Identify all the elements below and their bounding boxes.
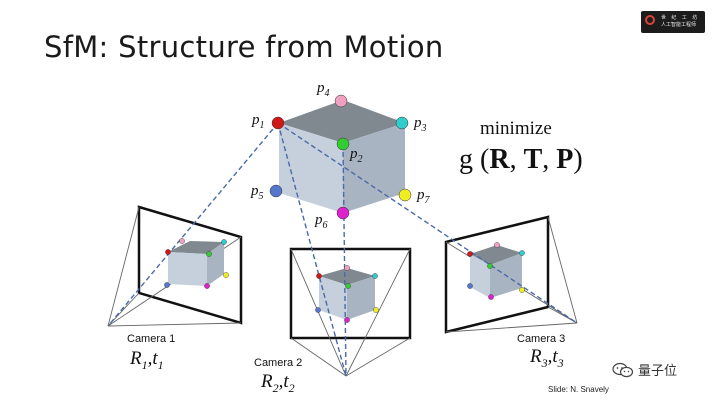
point-p1: [271, 116, 285, 130]
camera-1-label: Camera 1: [127, 333, 175, 345]
camera-2: [289, 247, 412, 377]
slide-title: SfM: Structure from Motion: [44, 30, 444, 64]
ray-p1-camera-2: [277, 122, 347, 377]
slide-credit: Slide: N. Snavely: [548, 385, 609, 394]
logo-line-2: 人工智能工程师: [661, 22, 697, 28]
label-p6: p6: [314, 212, 328, 231]
label-p1: p1: [251, 112, 265, 131]
ray-p2-camera-2: [342, 143, 347, 377]
wechat-icon: [612, 362, 634, 377]
point-p5: [269, 184, 283, 198]
watermark: 量子位: [612, 360, 677, 379]
camera-2-label: Camera 2: [254, 357, 302, 369]
logo-line-1: 世 纪 工 坊: [661, 15, 700, 21]
point-p4: [334, 94, 348, 108]
logo-icon: [645, 15, 655, 25]
camera-1-pose: R1,t1: [129, 348, 164, 372]
label-p4: p4: [316, 80, 330, 99]
camera-3-label: Camera 3: [517, 333, 565, 345]
camera-2-cube-image: [319, 268, 375, 320]
camera-3-cube-image: [470, 245, 522, 298]
point-p2: [336, 137, 350, 151]
camera-3-pose: R3,t3: [529, 346, 564, 370]
camera-3-projected-points: [467, 242, 525, 300]
camera-3: [444, 215, 578, 334]
camera-2-pose: R2,t2: [260, 371, 295, 395]
objective-expression: g (R, T, P): [459, 144, 583, 175]
point-p6: [336, 206, 350, 220]
label-p5: p5: [250, 183, 264, 202]
point-p3: [395, 116, 409, 130]
scene-points: [269, 94, 412, 220]
label-p7: p7: [416, 187, 431, 206]
label-p3: p3: [413, 115, 427, 134]
camera-2-projected-points: [315, 265, 379, 323]
projection-rays: [107, 122, 578, 377]
ray-p1-camera-3: [277, 122, 578, 324]
camera-1-projected-points: [164, 238, 229, 289]
main-cube: [279, 100, 405, 213]
objective-verb: minimize: [480, 118, 552, 139]
label-p2: p2: [349, 146, 363, 165]
watermark-text: 量子位: [638, 364, 678, 379]
ray-p1-camera-1: [107, 122, 279, 327]
camera-1: [107, 205, 243, 327]
point-p7: [398, 188, 412, 202]
brand-logo: 世 纪 工 坊 人工智能工程师: [641, 11, 705, 33]
